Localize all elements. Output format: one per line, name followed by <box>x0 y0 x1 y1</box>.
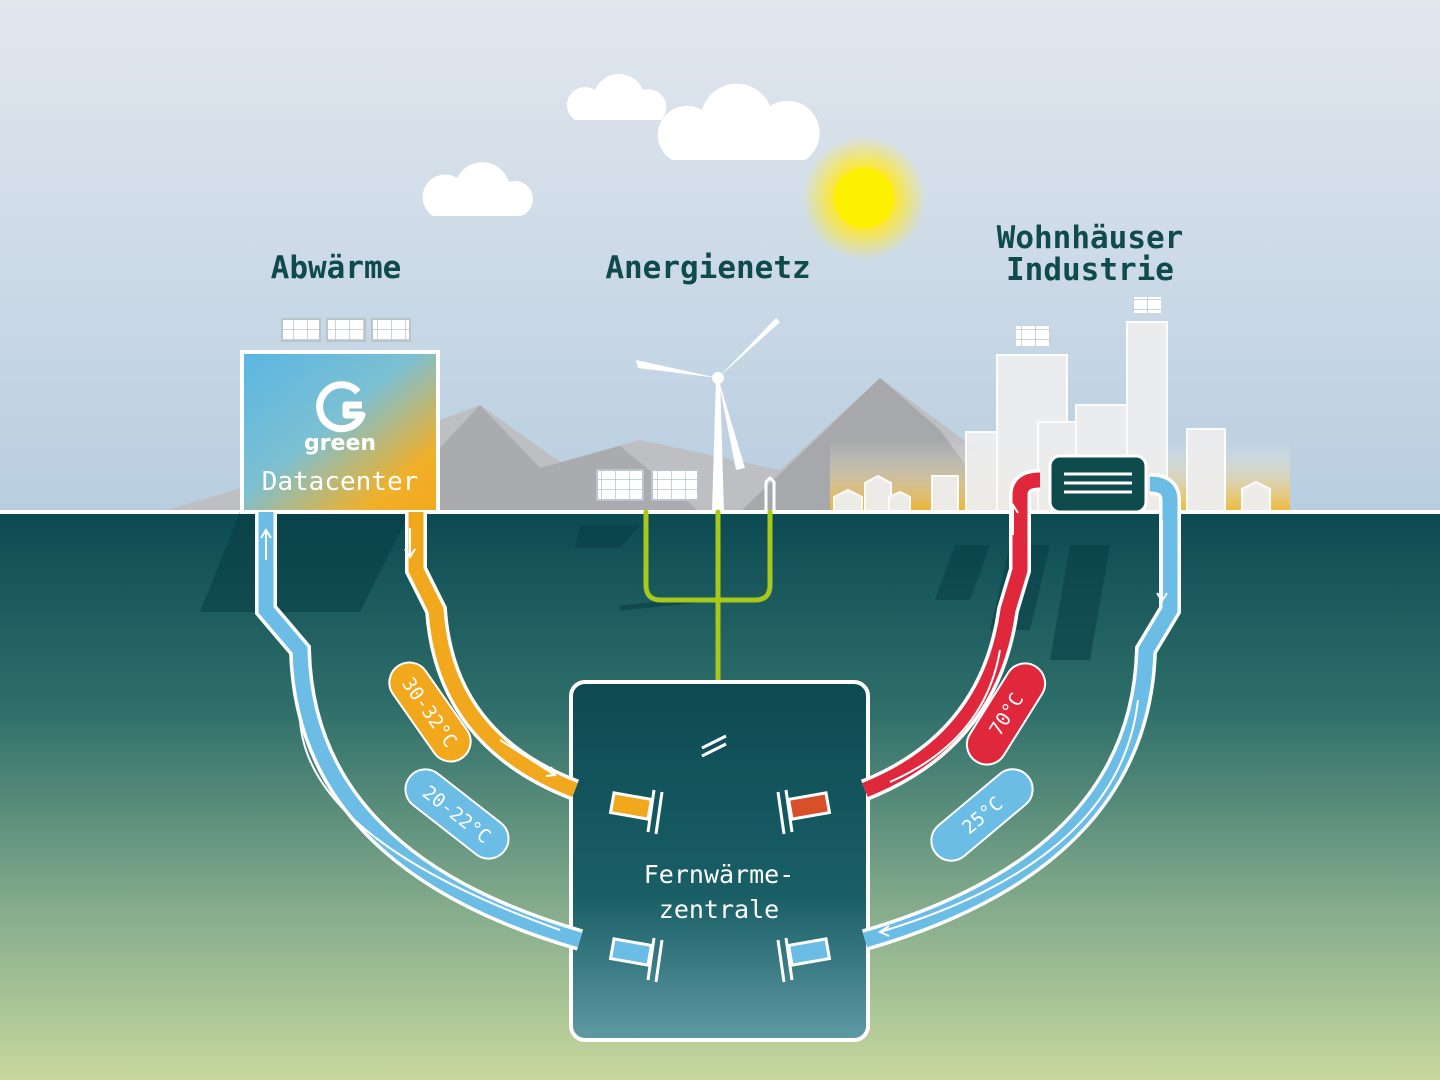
fernwaermezentrale-box: Fernwärme- zentrale <box>569 680 870 1042</box>
flow-arrows <box>260 503 1168 937</box>
solar-panel-icon <box>281 318 411 342</box>
fernwaerme-label-line1: Fernwärme- <box>644 860 795 889</box>
abwaerme-heading: Abwärme <box>271 250 402 286</box>
datacenter-building: green Datacenter <box>240 350 440 514</box>
datacenter-label: Datacenter <box>262 467 419 497</box>
pipe-connectors <box>608 789 832 983</box>
industrie-heading: Industrie <box>1006 252 1174 288</box>
heat-exchanger-icon <box>1048 454 1148 514</box>
solar-panel-icon <box>596 469 699 501</box>
anergienetz-heading: Anergienetz <box>605 250 810 286</box>
solar-panel-icon <box>1133 297 1161 313</box>
solar-panel-icon <box>1016 326 1050 346</box>
cloud-icon <box>422 74 820 216</box>
sun-icon <box>802 136 926 260</box>
wind-turbine-icon <box>619 318 780 611</box>
wohnhaeuser-heading: Wohnhäuser <box>997 220 1184 256</box>
temp-pill-homes-supply: 70°C <box>965 662 1047 766</box>
green-logo-text: green <box>304 431 376 456</box>
fernwaerme-label-line2: zentrale <box>659 895 779 924</box>
green-logo-icon <box>316 381 366 433</box>
